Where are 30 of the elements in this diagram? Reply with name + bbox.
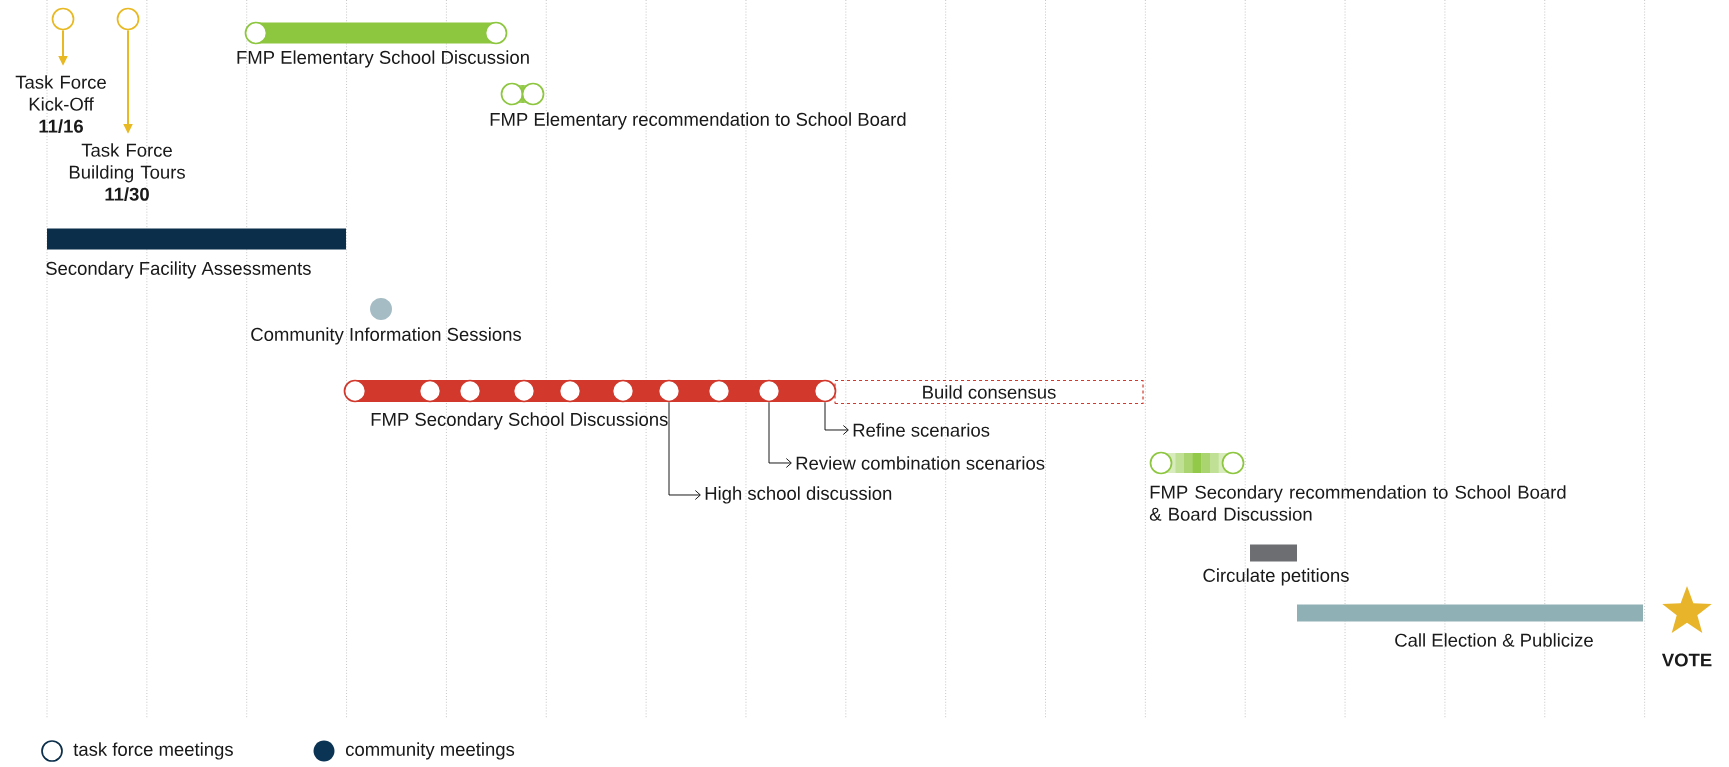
timeline-bar: Call Election & Publicize — [1297, 604, 1643, 647]
milestone-circle — [343, 379, 367, 403]
node-label: FMP Secondary School Discussions — [371, 412, 668, 430]
node-label: Secondary Facility Assessments — [46, 261, 311, 279]
legend-label: community meetings — [346, 742, 515, 760]
callout-label: Review combination scenarios — [796, 456, 1045, 470]
node-label: FMP Secondary recommendation to School Board & Board Discussion — [1149, 485, 1566, 521]
node-label: VOTE — [1661, 653, 1712, 667]
legend-label: task force meetings — [73, 742, 233, 760]
node-label: Community Information Sessions — [251, 327, 522, 345]
node-label: Circulate petitions — [1203, 568, 1349, 586]
leader-line — [668, 401, 701, 500]
node-label: FMP Elementary recommendation to School Board — [490, 112, 906, 130]
callout-label: High school discussion — [705, 486, 892, 504]
timeline-bar: FMP Elementary recommendation to School Board — [490, 82, 906, 130]
milestone-label: Task Force Building Tours 11/30 — [69, 143, 185, 201]
leader-line — [824, 401, 849, 435]
timeline-bar: Circulate petitions — [1203, 544, 1349, 586]
node-label: Call Election & Publicize — [1395, 633, 1593, 647]
leader-line — [768, 401, 792, 468]
timeline-bar: FMP Secondary recommendation to School Board & Board Discussion — [1149, 451, 1566, 521]
milestone-label: Task Force Kick-Off 11/16 — [15, 75, 106, 133]
milestone-circle — [51, 7, 75, 31]
vote-star: VOTE — [1661, 586, 1712, 667]
callout-label: Refine scenarios — [853, 423, 990, 437]
milestone-circle — [116, 7, 140, 31]
timeline-bar: Secondary Facility Assessments — [46, 228, 346, 279]
node-label: FMP Elementary School Discussion — [237, 50, 529, 68]
timeline-bar: FMP Elementary School Discussion — [237, 21, 529, 68]
dashed-box: Build consensus — [834, 379, 1144, 405]
